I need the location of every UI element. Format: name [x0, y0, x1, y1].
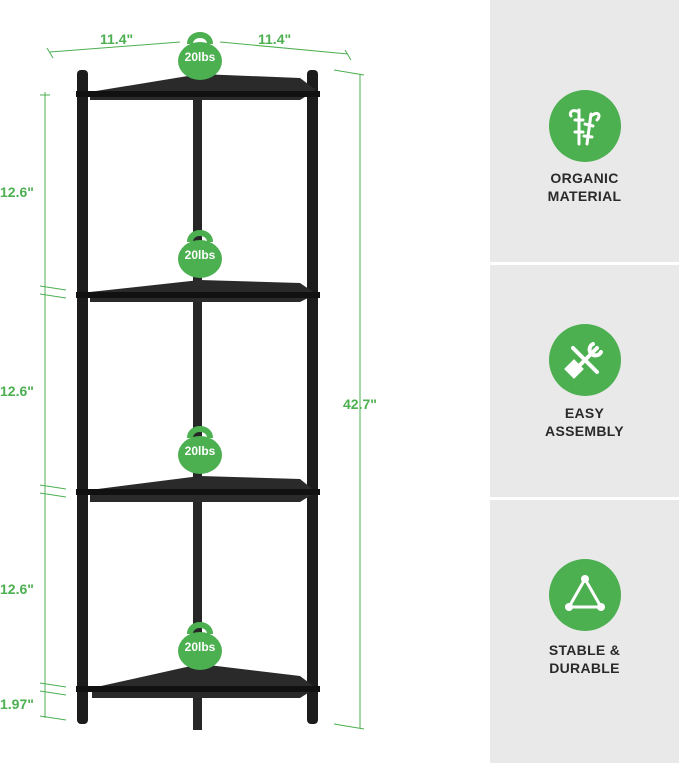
- kettlebell-icon: [178, 32, 222, 80]
- feature-stable-durable: STABLE & DURABLE: [490, 500, 679, 763]
- feature-label-line: ORGANIC: [550, 170, 619, 186]
- weight-capacity-badge: 20lbs: [177, 620, 223, 670]
- feature-sidebar: ORGANIC MATERIAL EASY ASSEMBLY: [490, 0, 679, 763]
- weight-capacity-badge: 20lbs: [177, 228, 223, 278]
- feature-divider: [490, 497, 679, 500]
- bottom-clearance-label: 1.97": [0, 696, 34, 712]
- tier-height-label: 12.6": [0, 184, 34, 200]
- shelf-tier-2: [76, 280, 320, 302]
- weight-capacity-badge: 20lbs: [177, 424, 223, 474]
- feature-easy-assembly: EASY ASSEMBLY: [490, 265, 679, 497]
- kettlebell-icon: [178, 622, 222, 670]
- feature-label-line: STABLE &: [548, 642, 621, 658]
- corner-shelf-illustration: [39, 41, 365, 730]
- weight-capacity-badge: 20lbs: [177, 30, 223, 80]
- total-height-label: 42.7": [343, 396, 377, 412]
- feature-label-line: EASY: [564, 405, 605, 421]
- weight-capacity-label: 20lbs: [184, 444, 216, 458]
- feature-organic-material: ORGANIC MATERIAL: [490, 0, 679, 262]
- weight-capacity-label: 20lbs: [184, 248, 216, 262]
- width-right-label: 11.4": [258, 31, 292, 47]
- dimension-lines: [39, 41, 365, 730]
- feature-label-line: ASSEMBLY: [545, 423, 624, 439]
- triangle-icon: [549, 559, 621, 631]
- feature-label-line: MATERIAL: [547, 188, 622, 204]
- kettlebell-icon: [178, 426, 222, 474]
- tier-height-label: 12.6": [0, 383, 34, 399]
- shelf-tier-4: [76, 664, 320, 698]
- tier-height-label: 12.6": [0, 581, 34, 597]
- tools-icon: [549, 324, 621, 396]
- weight-capacity-label: 20lbs: [184, 640, 216, 654]
- width-left-label: 11.4": [100, 31, 134, 47]
- weight-capacity-label: 20lbs: [184, 50, 216, 64]
- feature-label-line: DURABLE: [549, 660, 620, 676]
- shelf-tier-3: [76, 476, 320, 502]
- feature-divider: [490, 262, 679, 265]
- shelf-tier-1: [76, 74, 320, 100]
- kettlebell-icon: [178, 230, 222, 278]
- bamboo-icon: [549, 90, 621, 162]
